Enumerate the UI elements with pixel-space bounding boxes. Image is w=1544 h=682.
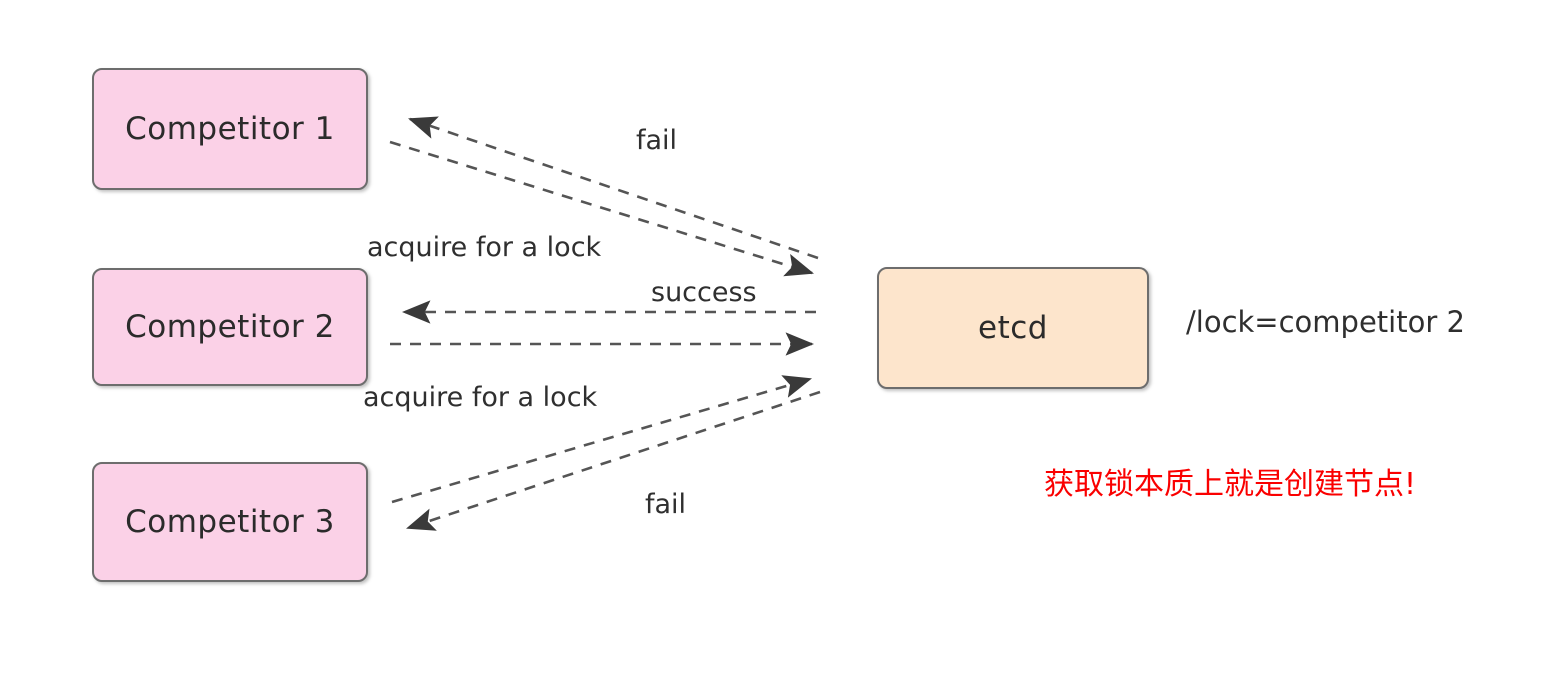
node-competitor-3[interactable]: Competitor 3: [92, 462, 368, 582]
node-etcd[interactable]: etcd: [877, 267, 1149, 389]
node-competitor-2-label: Competitor 2: [125, 309, 335, 345]
edge-label-fail-bottom: fail: [645, 489, 687, 520]
node-competitor-1-label: Competitor 1: [125, 111, 335, 147]
node-competitor-2[interactable]: Competitor 2: [92, 268, 368, 386]
edge-label-success: success: [651, 277, 757, 308]
edge-c3-fail: [406, 390, 821, 531]
node-competitor-3-label: Competitor 3: [125, 504, 335, 540]
annotation-lock-key: /lock=competitor 2: [1186, 305, 1465, 339]
edge-label-acquire-top: acquire for a lock: [367, 232, 602, 263]
edge-c3-request: [391, 375, 812, 504]
node-etcd-label: etcd: [978, 310, 1048, 346]
edge-label-fail-top: fail: [636, 125, 678, 156]
edge-c1-request: [389, 140, 814, 277]
annotation-warning: 获取锁本质上就是创建节点!: [1044, 467, 1417, 502]
edge-label-acquire-bottom: acquire for a lock: [363, 382, 598, 413]
node-competitor-1[interactable]: Competitor 1: [92, 68, 368, 190]
